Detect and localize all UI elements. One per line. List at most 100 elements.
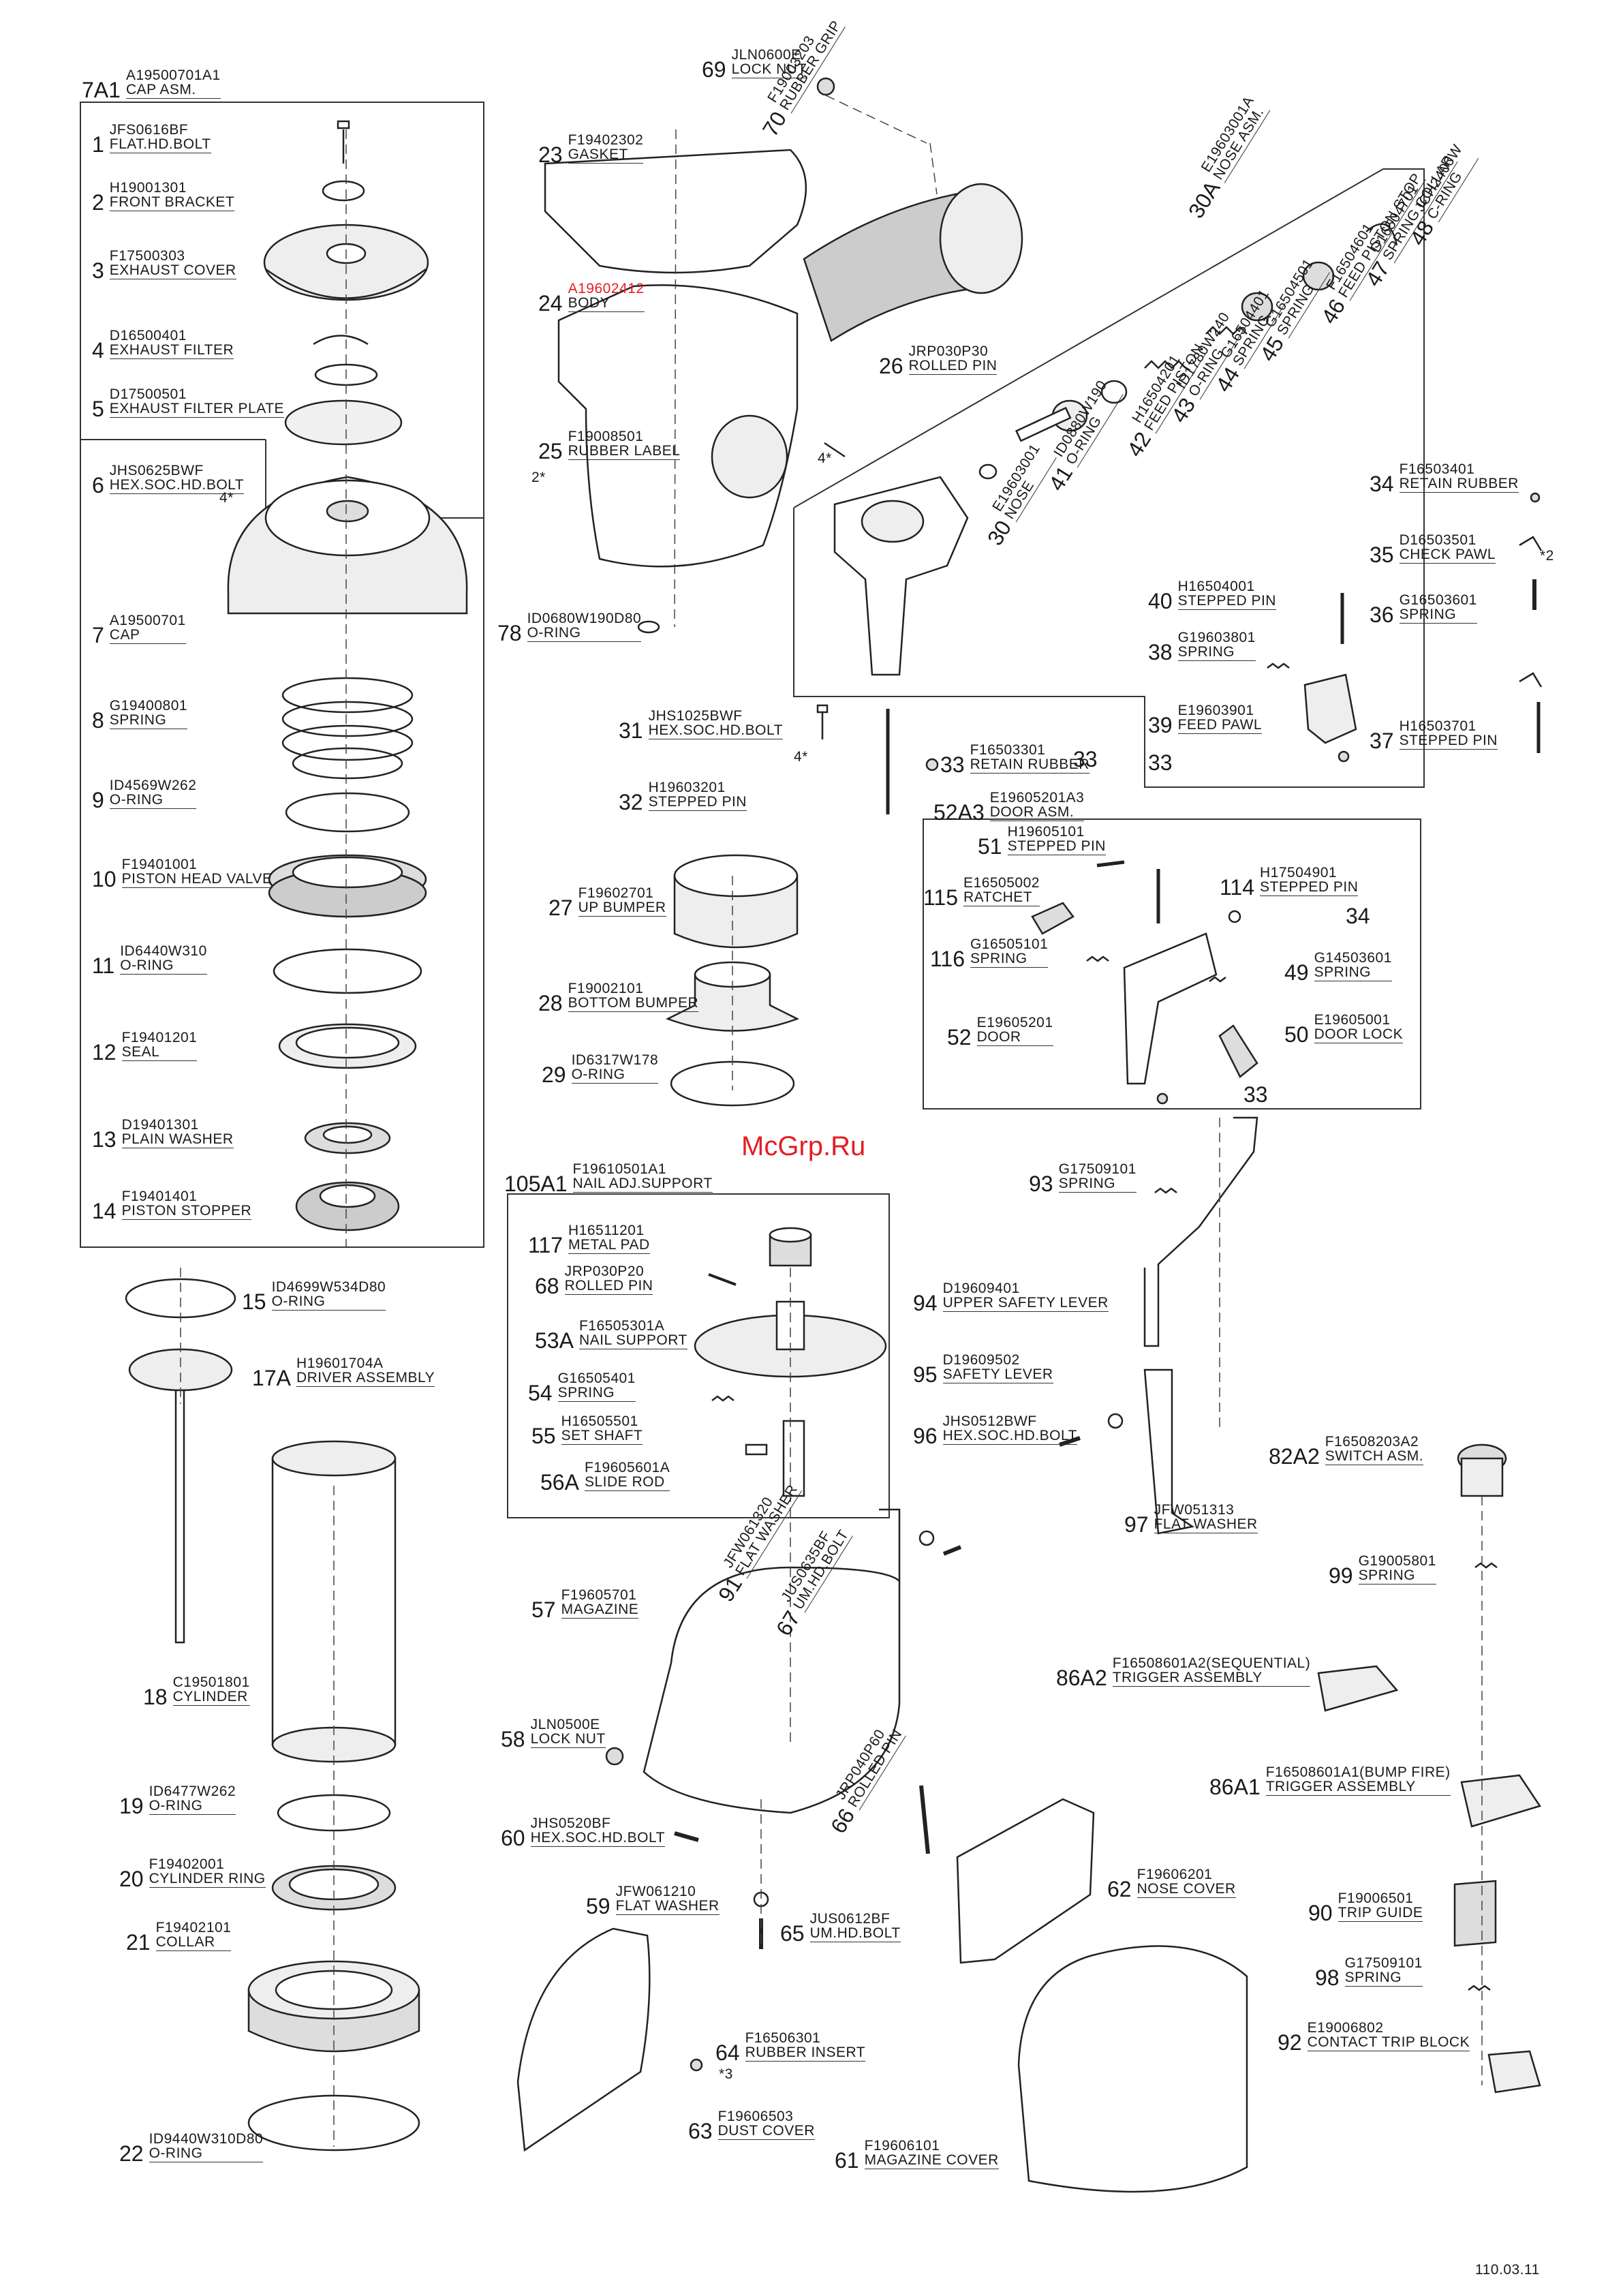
slide-rod-icon	[782, 1420, 805, 1497]
part-name: STEPPED PIN	[648, 794, 747, 811]
part-number: 65	[780, 1921, 805, 1946]
part-name: STEPPED PIN	[1007, 838, 1106, 855]
part-number: 64	[715, 2040, 740, 2065]
part-number: 33	[940, 752, 965, 777]
retain-rubber-33b-icon	[1338, 750, 1350, 763]
part-code: ID9440W310D80	[149, 2131, 264, 2147]
part-code: A19602412	[568, 281, 645, 296]
part-code: D16503501	[1399, 532, 1477, 548]
rolled-pin-26-icon	[824, 442, 846, 458]
part-number: 96	[913, 1424, 938, 1448]
part-number: 82A2	[1269, 1444, 1320, 1469]
part-number: 4	[92, 338, 104, 363]
part-name: FLAT WASHER	[615, 1898, 720, 1915]
safety-lever-icon	[1143, 1368, 1195, 1535]
part-code: A19500701A1	[125, 67, 221, 83]
part-name: SPRING	[1358, 1568, 1436, 1585]
part-number: 25	[538, 439, 563, 463]
part-name: O-RING	[109, 793, 197, 809]
part-code: G16505101	[970, 936, 1049, 952]
part-name: SLIDE ROD	[584, 1475, 670, 1491]
spring-98-icon	[1468, 1985, 1491, 1991]
part-name: RETAIN RUBBER	[1399, 476, 1519, 493]
part-name: STEPPED PIN	[1177, 593, 1276, 610]
rolled-pin-66-icon	[919, 1785, 930, 1854]
part-code: D19609401	[942, 1281, 1020, 1296]
part-name: SPRING	[1058, 1176, 1137, 1193]
part-name: SEAL	[121, 1045, 198, 1061]
part-name: PISTON STOPPER	[121, 1203, 252, 1220]
part-code: D17500501	[109, 386, 187, 402]
lock-nut-69-icon	[816, 77, 835, 96]
part-code: F16508601A1(BUMP FIRE)	[1265, 1764, 1451, 1780]
part-number: 53A	[535, 1328, 574, 1353]
part-number: 50	[1284, 1022, 1309, 1047]
part-number: 6	[92, 473, 104, 498]
part-name: O-RING	[120, 958, 207, 975]
body-icon	[557, 284, 799, 568]
part-number: 55	[531, 1424, 556, 1448]
part-name: SPRING	[1344, 1970, 1423, 1987]
part-code: G16503601	[1399, 592, 1477, 608]
part-number: 97	[1124, 1512, 1149, 1537]
part-code: H19601704A	[296, 1356, 384, 1371]
nose-asm-frame	[793, 168, 1425, 788]
part-number: 58	[501, 1727, 525, 1751]
part-number: 105A1	[504, 1172, 568, 1196]
part-number: 40	[1148, 589, 1173, 613]
part-name: UPPER SAFETY LEVER	[942, 1295, 1109, 1312]
part-number: 94	[913, 1291, 938, 1315]
part-name: SWITCH ASM.	[1325, 1448, 1424, 1465]
part-code: JFW061210	[615, 1884, 696, 1899]
part-code: ID0680W190D80	[527, 611, 642, 626]
part-number: 52	[947, 1025, 972, 1050]
stepped-pin-37-head-icon	[1519, 672, 1543, 688]
feed-pawl-icon	[1303, 673, 1357, 744]
filter-plate-icon	[284, 399, 403, 446]
flat-washer-97-icon	[1107, 1413, 1124, 1429]
part-name: PLAIN WASHER	[121, 1131, 234, 1148]
piston-head-valve-icon	[268, 854, 427, 918]
part-number: 13	[92, 1127, 117, 1152]
o-ring-78-icon	[637, 620, 660, 634]
o-ring-9-icon	[285, 792, 410, 833]
part-code: H19001301	[109, 180, 187, 196]
seal-icon	[278, 1023, 417, 1069]
part-code: G16505401	[557, 1371, 636, 1386]
part-number: 27	[548, 896, 573, 920]
spring-45-icon	[1205, 326, 1248, 335]
part-name: ROLLED PIN	[908, 358, 998, 375]
trigger-bump-icon	[1460, 1774, 1541, 1828]
up-bumper-icon	[673, 854, 799, 949]
o-ring-29-icon	[670, 1060, 795, 1107]
hex-bolt-60-icon	[674, 1831, 699, 1842]
part-number: 9	[92, 788, 104, 812]
magazine-icon	[643, 1508, 901, 1814]
part-code: G19005801	[1358, 1553, 1436, 1569]
part-number: 69	[702, 57, 726, 82]
part-name: RATCHET	[963, 890, 1040, 906]
part-number: 78	[497, 621, 522, 645]
retain-rubber-33c-icon	[1156, 1092, 1169, 1105]
part-number: 51	[978, 834, 1002, 859]
part-name: SPRING	[1399, 607, 1477, 624]
part-code: F19401001	[121, 857, 198, 872]
rolled-pin-68-icon	[708, 1273, 737, 1286]
part-code: G17509101	[1058, 1161, 1137, 1177]
